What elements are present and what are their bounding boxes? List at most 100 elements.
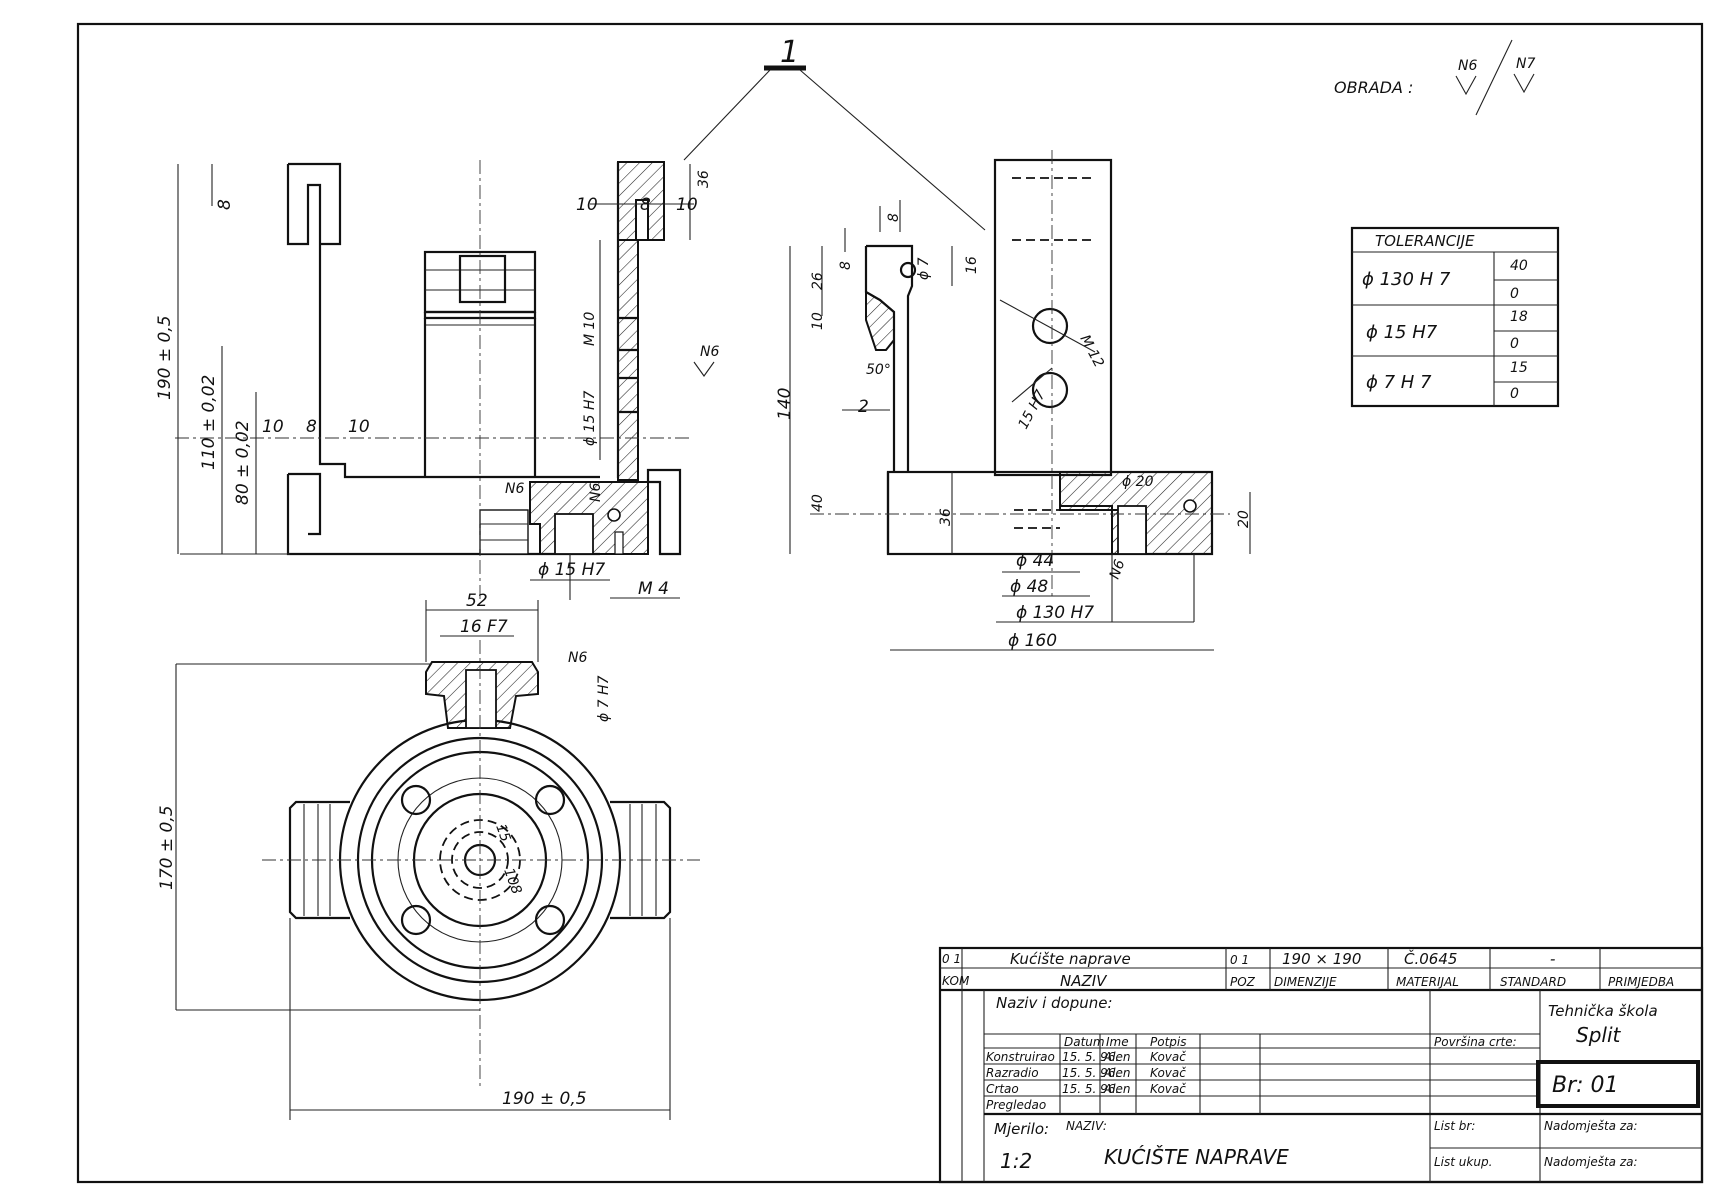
dim-height-190: 190 ± 0,5 — [155, 315, 175, 400]
top-dim-slot: 16 F7 — [460, 617, 508, 637]
dim-top-depth: 36 — [696, 170, 712, 188]
side-dim-8: 8 — [838, 261, 854, 270]
tb-head-name: NAZIV — [1060, 972, 1108, 990]
top-dim-pcd: 108 — [500, 866, 524, 897]
tb-surface: Površina crte: — [1434, 1035, 1517, 1049]
top-finish-mark: N6 — [568, 650, 587, 666]
tb-name-label: NAZIV: — [1066, 1119, 1107, 1133]
tolerance-fit-2: ϕ 15 H7 — [1366, 322, 1438, 343]
tb-name-1: Alen — [1103, 1050, 1131, 1064]
top-dim-52: 52 — [466, 591, 488, 611]
tb-sign-2: Kovač — [1150, 1066, 1186, 1080]
side-dim-44: ϕ 44 — [1016, 551, 1054, 571]
dim-left-wall: 10 — [576, 195, 598, 215]
tb-role-1: Konstruirao — [986, 1050, 1055, 1064]
title-block: 0 1 Kućište naprave 0 1 190 × 190 Č.0645… — [938, 946, 1704, 1184]
tb-date-3: 15. 5. 96. — [1062, 1082, 1119, 1096]
tb-role-2: Razradio — [986, 1066, 1039, 1080]
side-dim-40: 40 — [810, 494, 826, 512]
side-dim-hole: ϕ 7 — [916, 257, 932, 280]
part-number: 1 — [780, 35, 799, 70]
side-dim-26: 26 — [810, 272, 826, 290]
tb-replaces: Nadomješta za: — [1544, 1119, 1638, 1133]
top-view: 52 16 F7 ϕ 7 H7 N6 170 ± 0,5 190 ± 0,5 1… — [157, 591, 700, 1120]
tb-date-2: 15. 5. 96. — [1062, 1066, 1119, 1080]
tb-name-2: Alen — [1103, 1066, 1131, 1080]
tb-col-sign: Potpis — [1150, 1035, 1187, 1049]
tb-scale: 1:2 — [1000, 1149, 1032, 1173]
tolerance-fit-1: ϕ 130 H 7 — [1362, 269, 1451, 290]
finish-mark-c: N6 — [588, 483, 604, 502]
top-dim-pin: ϕ 7 H7 — [596, 675, 612, 722]
tb-drawing-no: Br: 01 — [1552, 1073, 1619, 1098]
finish-mark-b: N6 — [505, 481, 524, 497]
tb-date-1: 15. 5. 96. — [1062, 1050, 1119, 1064]
finish-primary: N6 — [1458, 58, 1477, 74]
dim-top-slot: 8 — [640, 195, 651, 215]
tolerance-table: TOLERANCIJE ϕ 130 H 7 40 0 ϕ 15 H7 18 0 … — [1350, 226, 1560, 408]
side-dim-m12: M 12 — [1076, 332, 1106, 370]
tb-row1-standard: - — [1550, 950, 1555, 968]
dim-gap-left: 10 — [262, 417, 284, 437]
tb-head-qty: KOM — [942, 974, 970, 988]
top-dim-width: 190 ± 0,5 — [502, 1089, 587, 1109]
tb-sheet-count: List ukup. — [1434, 1155, 1492, 1169]
tb-name-3: Alen — [1103, 1082, 1131, 1096]
finish-mark-a: N6 — [700, 344, 719, 360]
surface-finish-symbol: OBRADA : N6 N7 — [1334, 39, 1535, 116]
tb-role-3: Crtao — [986, 1082, 1019, 1096]
side-dim-140: 140 — [775, 388, 795, 420]
dim-thread-m4: M 4 — [638, 579, 669, 599]
tb-col-name: Ime — [1106, 1035, 1129, 1049]
dim-bore-bottom: ϕ 15 H7 — [538, 560, 605, 580]
side-dim-offset: 2 — [858, 397, 869, 417]
side-dim-36: 36 — [938, 508, 954, 526]
top-dim-height: 170 ± 0,5 — [157, 805, 177, 890]
dim-slot-8: 8 — [215, 199, 235, 210]
tb-changes-label: Naziv i dopune: — [996, 994, 1113, 1012]
tolerance-title: TOLERANCIJE — [1375, 232, 1475, 250]
tb-sheet-no: List br: — [1434, 1119, 1475, 1133]
dim-height-110: 110 ± 0,02 — [199, 375, 219, 470]
dim-gap-right: 10 — [348, 417, 370, 437]
dim-thread-m10: M 10 — [582, 312, 598, 346]
tb-row1-qty: 0 1 — [942, 952, 961, 966]
sheet-border — [76, 22, 1704, 1184]
tolerance-lower-3: 0 — [1510, 386, 1519, 402]
side-dim-130: ϕ 130 H7 — [1016, 603, 1094, 623]
side-dim-pin: ϕ 20 — [1122, 474, 1154, 490]
side-finish-mark: N6 — [1107, 558, 1129, 582]
side-dim-angle: 50° — [866, 362, 891, 378]
side-dim-20: 20 — [1236, 510, 1252, 528]
side-dim-48: ϕ 48 — [1010, 577, 1048, 597]
tolerance-upper-1: 40 — [1510, 258, 1528, 274]
tb-school-1: Tehnička škola — [1548, 1002, 1658, 1020]
dim-height-80: 80 ± 0,02 — [233, 420, 253, 505]
tb-row1-name: Kućište naprave — [1010, 950, 1131, 968]
side-dim-10: 10 — [810, 312, 826, 330]
tolerance-upper-2: 18 — [1510, 309, 1528, 325]
tb-replaced-by: Nadomješta za: — [1544, 1155, 1638, 1169]
tb-role-4: Pregledao — [986, 1098, 1046, 1112]
tb-head-material: MATERIJAL — [1396, 975, 1459, 989]
finish-secondary: N7 — [1516, 56, 1535, 72]
tolerance-lower-2: 0 — [1510, 336, 1519, 352]
finish-label: OBRADA : — [1334, 78, 1413, 97]
tb-sign-3: Kovač — [1150, 1082, 1186, 1096]
dim-web-8: 8 — [306, 417, 317, 437]
tb-head-pos: POZ — [1230, 975, 1256, 989]
side-dim-160: ϕ 160 — [1008, 631, 1057, 651]
tb-row1-pos: 0 1 — [1230, 953, 1249, 967]
tolerance-upper-3: 15 — [1510, 360, 1528, 376]
side-view: 8 26 8 10 ϕ 7 16 50° 2 140 40 36 20 M 12… — [775, 150, 1252, 651]
tolerance-lower-1: 0 — [1510, 286, 1519, 302]
dim-right-wall: 10 — [676, 195, 698, 215]
side-dim-top: 8 — [886, 213, 902, 222]
tb-head-note: PRIMJEDBA — [1608, 975, 1674, 989]
tb-row1-material: Č.0645 — [1404, 949, 1457, 968]
tb-head-dims: DIMENZIJE — [1274, 975, 1337, 989]
tb-school-2: Split — [1576, 1023, 1622, 1047]
part-number-callout: 1 — [683, 35, 986, 231]
tb-head-standard: STANDARD — [1500, 975, 1566, 989]
